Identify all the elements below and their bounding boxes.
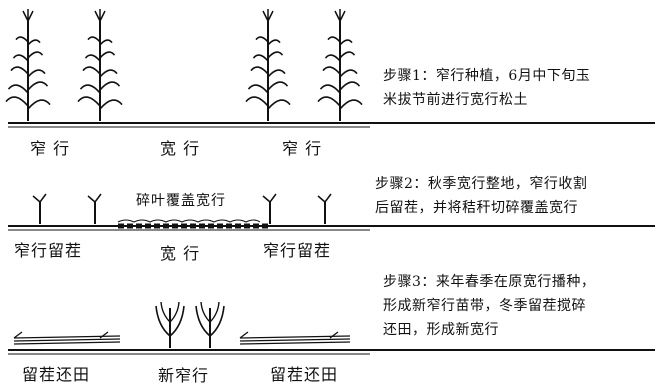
panel3-step-line-2: 形成新窄行苗带，冬季留茬搅碎 xyxy=(383,298,586,314)
panel1-label-wide: 宽 行 xyxy=(160,139,201,158)
corn-plant-2 xyxy=(77,9,123,121)
panel1-step-text: 步骤1：窄行种植，6月中下旬玉 米拔节前进行宽行松土 xyxy=(383,64,590,112)
panel2-step-line-2: 后留茬，并将秸秆切碎覆盖宽行 xyxy=(375,200,578,216)
seedling-2 xyxy=(195,301,225,348)
panel1-label-narrow-right: 窄 行 xyxy=(282,139,323,158)
stubble-2 xyxy=(87,193,102,224)
stubble-1 xyxy=(32,193,47,224)
panel1-step-line-1: 步骤1：窄行种植，6月中下旬玉 xyxy=(383,68,591,84)
panel1-label-narrow-left: 窄 行 xyxy=(30,139,71,158)
panel3-label-new-narrow: 新窄行 xyxy=(158,366,210,385)
corn-plant-3 xyxy=(245,9,291,121)
corn-plant-1 xyxy=(5,9,51,121)
residue-right xyxy=(239,331,351,345)
panel2-label-wide: 宽 行 xyxy=(160,244,201,263)
residue-left xyxy=(13,331,121,345)
stubble-3 xyxy=(262,193,277,224)
panel2-label-narrow-stubble-right: 窄行留茬 xyxy=(263,241,332,260)
panel1-step-line-2: 米拔节前进行宽行松土 xyxy=(383,92,528,108)
corn-plant-4 xyxy=(317,9,363,121)
panel3-label-residue-right: 留茬还田 xyxy=(270,365,339,384)
panel2-step-line-1: 步骤2：秋季宽行整地，窄行收割 xyxy=(375,176,588,192)
panel3-step-line-1: 步骤3：来年春季在原宽行播种， xyxy=(383,274,596,290)
panel2-label-narrow-stubble-left: 窄行留茬 xyxy=(14,241,83,260)
panel2-step-text: 步骤2：秋季宽行整地，窄行收割 后留茬，并将秸秆切碎覆盖宽行 xyxy=(375,172,587,220)
panel3-step-text: 步骤3：来年春季在原宽行播种， 形成新窄行苗带，冬季留茬搅碎 还田，形成新宽行 xyxy=(383,270,595,342)
seedling-1 xyxy=(155,301,185,348)
panel3-label-residue-left: 留茬还田 xyxy=(22,365,91,384)
panel3-step-line-3: 还田，形成新宽行 xyxy=(383,322,499,338)
stubble-4 xyxy=(317,193,332,224)
panel2-top-label: 碎叶覆盖宽行 xyxy=(136,193,226,209)
